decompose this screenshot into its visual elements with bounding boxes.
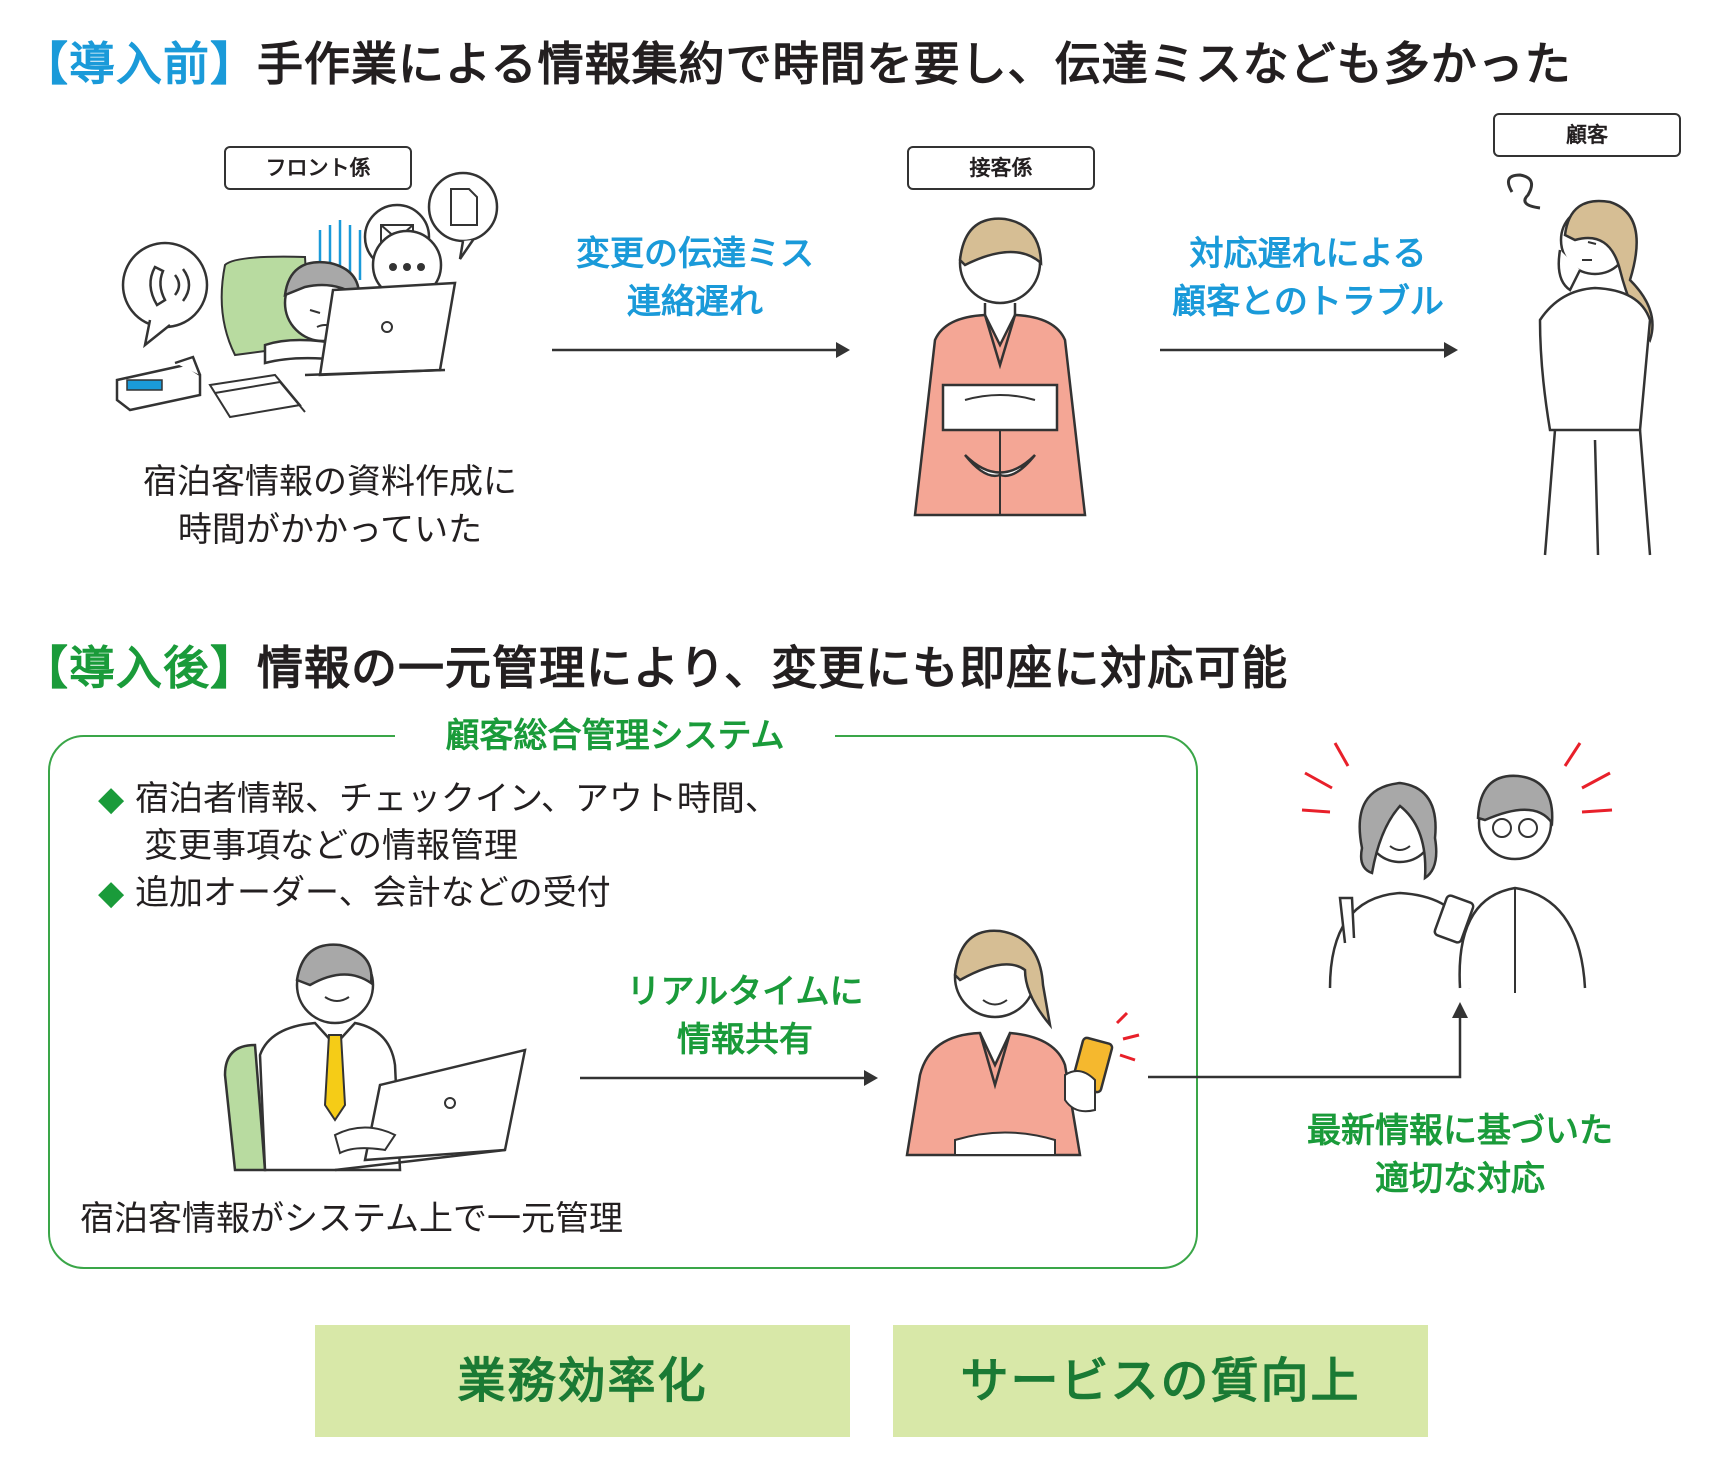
troubled-customer-illustration — [1506, 173, 1654, 556]
feature-item-1: ◆ 宿泊者情報、チェックイン、アウト時間、 — [98, 776, 779, 823]
stressed-front-desk-illustration — [115, 171, 499, 419]
result-service-quality: サービスの質向上 — [893, 1325, 1428, 1437]
arrow-front-to-server — [552, 342, 850, 358]
papers-icon — [208, 373, 302, 419]
result-operational-efficiency: 業務効率化 — [315, 1325, 850, 1437]
label-communication-errors-line-1: 変更の伝達ミス — [576, 234, 814, 274]
label-appropriate-response: 最新情報に基づいた 適切な対応 — [1265, 1107, 1655, 1203]
laptop-icon — [318, 281, 457, 377]
satisfied-couple-illustration — [1301, 742, 1613, 993]
excitement-lines-left-icon — [1301, 742, 1350, 814]
before-bracket: 【導入前】 — [22, 37, 257, 91]
diamond-bullet-icon: ◆ — [98, 873, 125, 913]
feature-item-1-line-1: 宿泊者情報、チェックイン、アウト時間、 — [134, 779, 779, 819]
arrow-server-to-couple — [1148, 1002, 1468, 1079]
after-caption: 宿泊客情報がシステム上で一元管理 — [80, 1199, 623, 1239]
crm-system-title: 顧客総合管理システム — [395, 712, 835, 760]
feature-item-1-continuation: 変更事項などの情報管理 — [98, 823, 779, 870]
system-features-list: ◆ 宿泊者情報、チェックイン、アウト時間、 変更事項などの情報管理 ◆ 追加オー… — [98, 776, 779, 917]
before-caption-line-2: 時間がかかっていた — [177, 510, 483, 550]
before-caption: 宿泊客情報の資料作成に 時間がかかっていた — [90, 458, 570, 554]
server-with-smartphone-illustration — [905, 929, 1140, 1157]
office-worker-laptop-illustration — [223, 943, 527, 1172]
before-heading: 【導入前】手作業による情報集約で時間を要し、伝達ミスなども多かった — [22, 28, 1572, 94]
smartphone-icon — [1433, 894, 1475, 944]
before-heading-text: 手作業による情報集約で時間を要し、伝達ミスなども多かった — [257, 37, 1572, 91]
label-communication-errors: 変更の伝達ミス 連絡遅れ — [540, 230, 850, 326]
label-customer-trouble-line-1: 対応遅れによる — [1189, 234, 1427, 274]
feature-item-1-line-2: 変更事項などの情報管理 — [144, 826, 518, 866]
label-appropriate-response-line-2: 適切な対応 — [1375, 1159, 1545, 1199]
role-server: 接客係 — [907, 146, 1095, 190]
label-customer-trouble-line-2: 顧客とのトラブル — [1172, 282, 1444, 322]
after-heading: 【導入後】情報の一元管理により、変更にも即座に対応可能 — [22, 632, 1288, 698]
label-realtime-sharing: リアルタイムに 情報共有 — [600, 968, 890, 1064]
label-communication-errors-line-2: 連絡遅れ — [627, 282, 763, 322]
arrow-system-to-server — [580, 1070, 878, 1086]
feature-item-2: ◆ 追加オーダー、会計などの受付 — [98, 870, 779, 917]
label-realtime-sharing-line-2: 情報共有 — [677, 1020, 813, 1060]
diamond-bullet-icon: ◆ — [98, 779, 125, 819]
before-caption-line-1: 宿泊客情報の資料作成に — [143, 462, 517, 502]
yellow-tie-icon — [323, 1034, 347, 1122]
confusion-squiggle-icon — [1506, 173, 1541, 210]
label-realtime-sharing-line-1: リアルタイムに — [626, 972, 864, 1012]
label-appropriate-response-line-1: 最新情報に基づいた — [1307, 1111, 1613, 1151]
role-customer: 顧客 — [1493, 113, 1681, 157]
notification-alert-icon — [1115, 1011, 1140, 1062]
arrow-server-to-customer — [1160, 342, 1458, 358]
server-in-kimono-illustration — [913, 217, 1087, 517]
excitement-lines-right-icon — [1563, 742, 1613, 814]
phone-speech-bubble-icon — [121, 241, 209, 329]
feature-item-2-line-1: 追加オーダー、会計などの受付 — [134, 873, 611, 913]
label-customer-trouble: 対応遅れによる 顧客とのトラブル — [1148, 230, 1468, 326]
role-front-desk: フロント係 — [224, 146, 412, 190]
after-heading-text: 情報の一元管理により、変更にも即座に対応可能 — [257, 641, 1289, 695]
after-bracket: 【導入後】 — [22, 641, 257, 695]
